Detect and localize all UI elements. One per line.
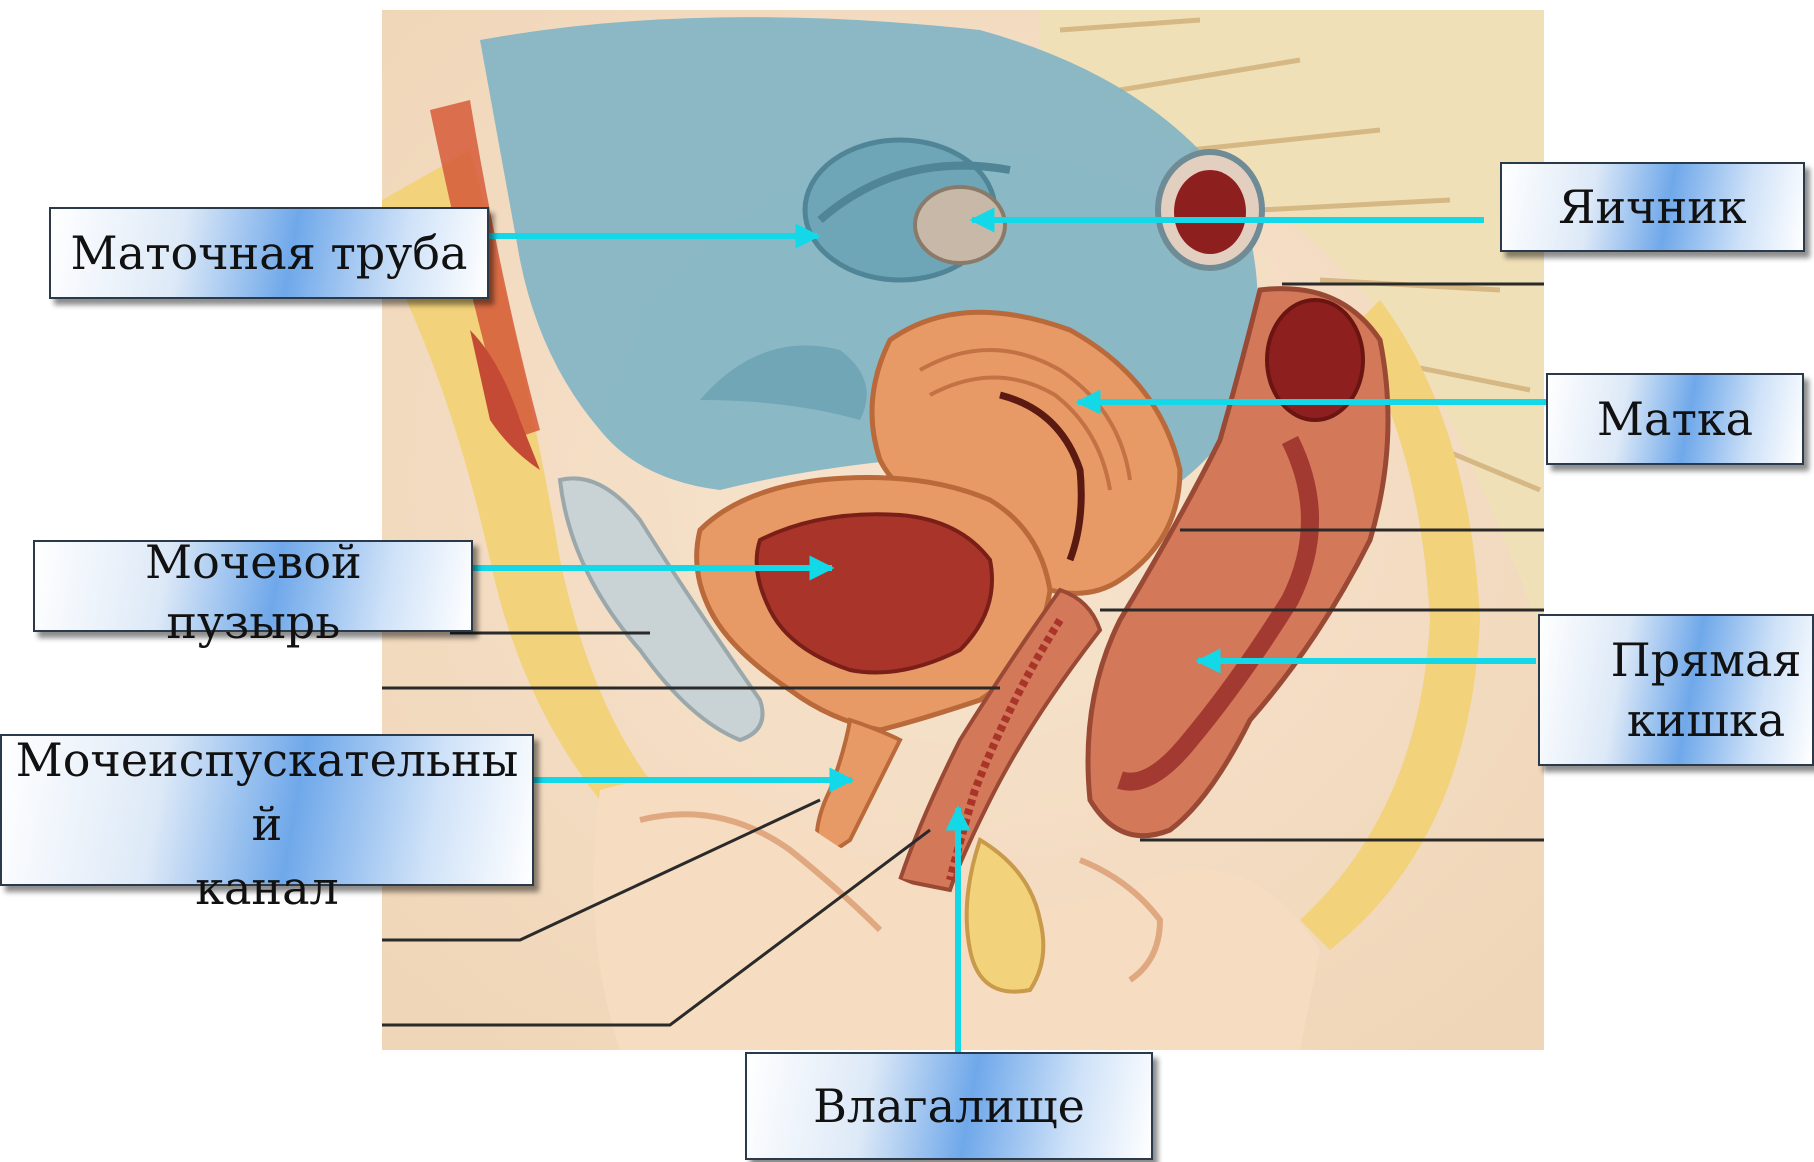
label-fallopian-tube: Маточная труба bbox=[49, 207, 489, 299]
label-uterus: Матка bbox=[1546, 373, 1804, 465]
label-vagina-text: Влагалище bbox=[813, 1076, 1085, 1136]
vessel-cross-section bbox=[1158, 152, 1262, 268]
label-fallopian-tube-text: Маточная труба bbox=[71, 223, 468, 283]
label-rectum: Прямая кишка bbox=[1538, 614, 1814, 766]
label-urethra-text: Мочеиспускательны й канал bbox=[16, 728, 519, 920]
label-ovary: Яичник bbox=[1500, 162, 1805, 252]
label-bladder: Мочевой пузырь bbox=[33, 540, 473, 632]
label-uterus-text: Матка bbox=[1597, 389, 1753, 449]
label-vagina: Влагалище bbox=[745, 1052, 1153, 1160]
label-urethra: Мочеиспускательны й канал bbox=[0, 734, 534, 886]
label-ovary-text: Яичник bbox=[1558, 177, 1746, 237]
label-bladder-text: Мочевой пузырь bbox=[145, 532, 362, 652]
label-rectum-text: Прямая кишка bbox=[1611, 630, 1802, 750]
